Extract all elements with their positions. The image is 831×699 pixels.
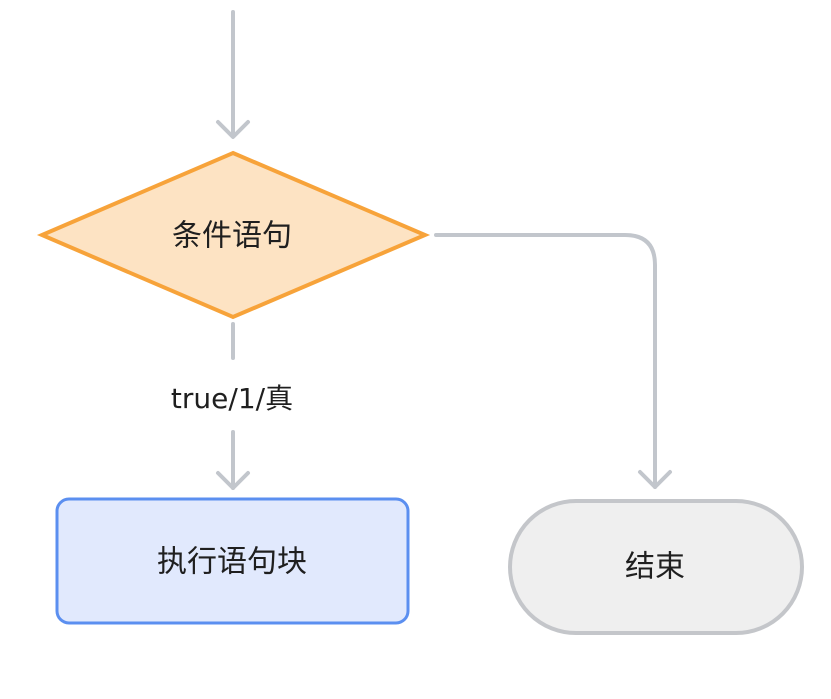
end-terminal: [508, 499, 804, 635]
end-label: 结束: [625, 550, 685, 585]
condition-diamond: [36, 150, 431, 320]
arrowhead: [216, 471, 250, 490]
arrowhead: [216, 120, 250, 139]
edge-entry: [216, 10, 250, 139]
edge-true-label: true/1/真: [171, 382, 293, 415]
edge-false-branch: [434, 233, 672, 489]
node-block[interactable]: 执行语句块: [55, 497, 410, 625]
condition-label: 条件语句: [172, 219, 292, 254]
edge-true-branch: true/1/真: [171, 322, 293, 490]
block-label: 执行语句块: [157, 545, 307, 580]
node-end[interactable]: 结束: [508, 499, 804, 635]
block-rect: [55, 497, 410, 625]
node-condition[interactable]: 条件语句: [36, 150, 431, 320]
arrowhead: [638, 470, 672, 489]
